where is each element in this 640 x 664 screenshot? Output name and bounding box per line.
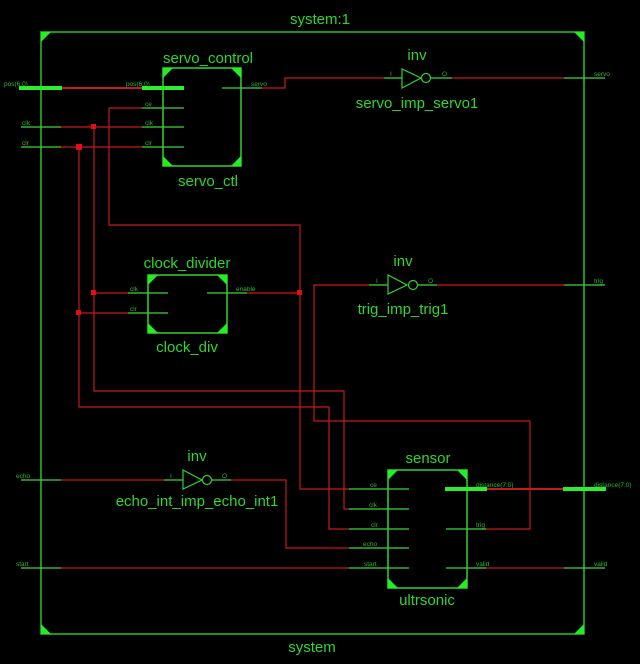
- inverter-type-label: inv: [187, 448, 207, 465]
- inverter-output-label: O: [222, 473, 227, 480]
- inverter-output-label: O: [442, 71, 447, 78]
- block-instance-label: ultrsonic: [399, 592, 455, 609]
- frame-corner-marker: [574, 32, 584, 42]
- junction-dot: [76, 310, 81, 315]
- port-echo-label: echo: [16, 473, 30, 480]
- inverter-trig[interactable]: inv I O trig_imp_trig1: [358, 253, 449, 318]
- net-trig-int[interactable]: [313, 284, 531, 530]
- schematic-footer: system: [288, 639, 336, 656]
- inverter-output-label: O: [428, 278, 433, 285]
- net-clk-sensor[interactable]: [93, 293, 349, 510]
- pin-clk-label: clk: [369, 502, 378, 509]
- junction-dot: [91, 124, 96, 129]
- pin-pos-label: pos(6:0): [126, 81, 150, 88]
- inverter-instance-label: servo_imp_servo1: [356, 95, 479, 112]
- pin-ce-label: ce: [370, 482, 377, 489]
- pin-valid-label: valid: [476, 561, 490, 568]
- pin-clk-label: clk: [130, 286, 139, 293]
- output-ports: servo trig distance(7:0) valid: [563, 71, 632, 569]
- block-servo-control[interactable]: servo_control servo_ctl pos(6:0) ce clk …: [126, 50, 267, 190]
- input-ports: pos(6:0) clk clr echo start: [4, 81, 62, 569]
- port-trig-label: trig: [594, 278, 603, 285]
- pin-ce-label: ce: [145, 101, 152, 108]
- inverter-triangle-icon: [387, 274, 409, 295]
- schematic-title: system:1: [290, 11, 350, 28]
- pin-clr-label: clr: [130, 306, 138, 313]
- port-servo-label: servo: [594, 71, 610, 78]
- inverter-type-label: inv: [393, 253, 413, 270]
- inverter-input-label: I: [390, 71, 392, 78]
- block-type-label: sensor: [405, 450, 450, 467]
- inverter-servo[interactable]: inv I O servo_imp_servo1: [356, 47, 479, 112]
- junction-dot: [91, 290, 96, 295]
- pin-clk-label: clk: [145, 120, 154, 127]
- nets: [61, 77, 564, 569]
- frame-corner-marker: [41, 624, 51, 634]
- inverter-instance-label: echo_int_imp_echo_int1: [116, 493, 279, 510]
- inverter-input-label: I: [170, 473, 172, 480]
- block-instance-label: servo_ctl: [178, 173, 238, 190]
- block-type-label: clock_divider: [144, 255, 231, 272]
- system-frame[interactable]: [40, 31, 585, 635]
- pin-trig-label: trig: [476, 522, 485, 529]
- pin-start-label: start: [364, 561, 377, 568]
- junction-dot: [297, 290, 302, 295]
- port-clk-label: clk: [22, 120, 31, 127]
- port-start-label: start: [16, 561, 29, 568]
- inverter-triangle-icon: [182, 469, 204, 490]
- frame-corner-marker: [41, 32, 51, 42]
- pin-distance-label: distance(7:0): [476, 482, 514, 489]
- inverter-bubble-icon: [201, 474, 213, 486]
- block-sensor[interactable]: sensor ultrsonic ce clk clr echo start d…: [349, 450, 514, 609]
- inverter-bubble-icon: [420, 72, 432, 84]
- block-instance-label: clock_div: [156, 339, 218, 356]
- port-valid-label: valid: [594, 561, 608, 568]
- port-distance-label: distance(7:0): [594, 482, 632, 489]
- block-clock-divider[interactable]: clock_divider clock_div clk clr enable: [128, 255, 256, 356]
- inverter-echo[interactable]: inv I O echo_int_imp_echo_int1: [116, 448, 279, 510]
- inverter-bubble-icon: [407, 279, 419, 291]
- inverter-input-label: I: [376, 278, 378, 285]
- pin-servo-label: servo: [251, 81, 267, 88]
- net-clk-clockdiv[interactable]: [93, 127, 128, 294]
- inverter-instance-label: trig_imp_trig1: [358, 301, 449, 318]
- junction-dot: [76, 144, 82, 150]
- inverter-triangle-icon: [401, 68, 423, 89]
- frame-corner-marker: [574, 624, 584, 634]
- block-body[interactable]: [147, 274, 228, 334]
- inverter-type-label: inv: [407, 47, 427, 64]
- pin-echo-label: echo: [363, 541, 377, 548]
- net-enable-ce[interactable]: [108, 107, 349, 490]
- net-clr-sensor[interactable]: [78, 313, 349, 530]
- port-pos-label: pos(6:0): [4, 81, 28, 88]
- port-clr-label: clr: [22, 140, 30, 147]
- pin-clr-label: clr: [145, 140, 153, 147]
- block-body[interactable]: [162, 67, 242, 167]
- net-clr-clockdiv[interactable]: [78, 147, 128, 314]
- net-echo-int[interactable]: [231, 479, 349, 549]
- block-type-label: servo_control: [163, 50, 253, 67]
- pin-clr-label: clr: [371, 522, 379, 529]
- net-servo-int[interactable]: [262, 77, 384, 89]
- pin-enable-label: enable: [236, 286, 256, 293]
